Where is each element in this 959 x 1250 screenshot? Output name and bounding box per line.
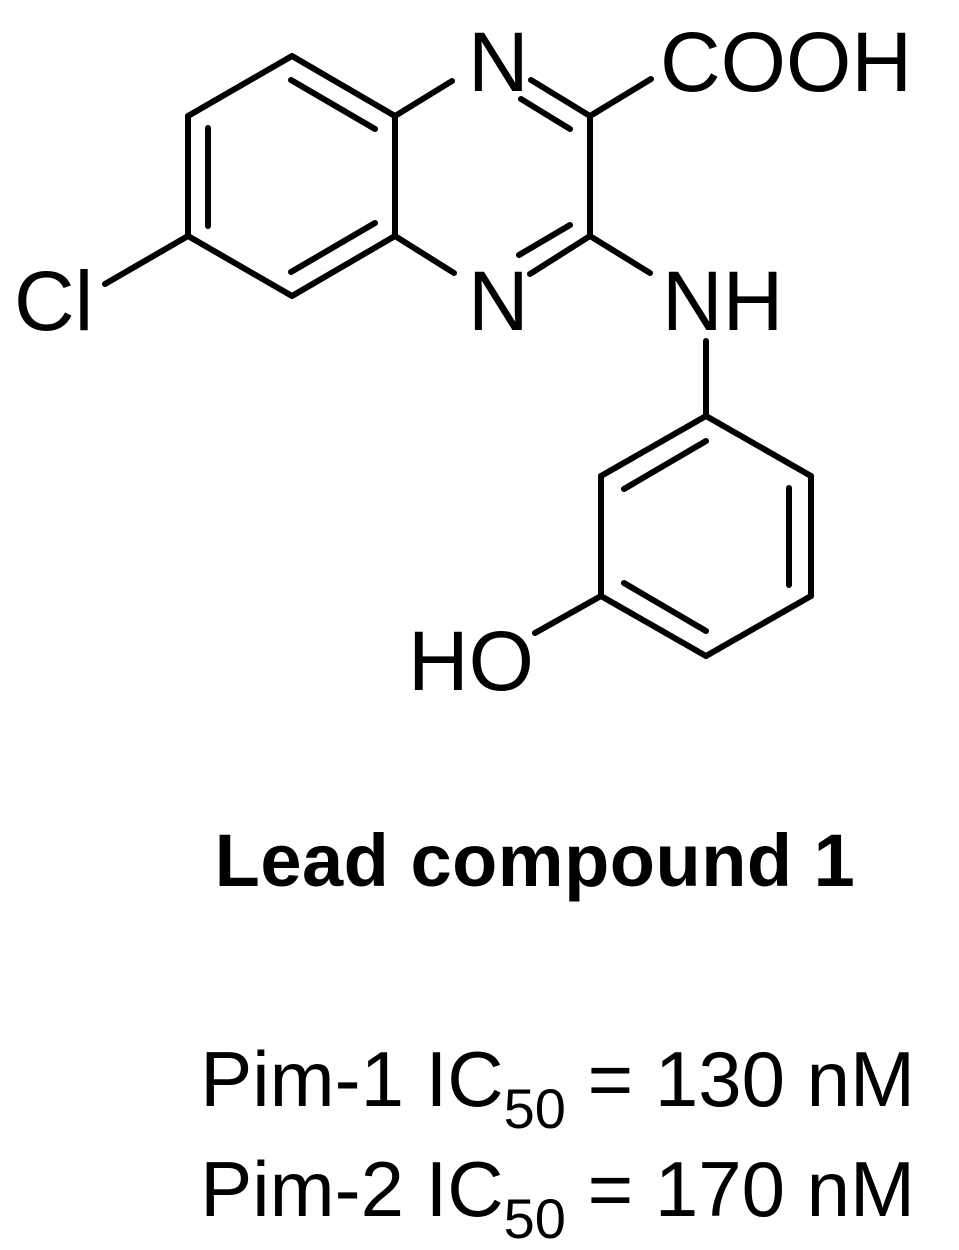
metric-label: IC <box>425 1035 504 1123</box>
metric-subscript: 50 <box>503 1077 566 1140</box>
cooh-bond <box>587 76 654 119</box>
atom-cooh: COOH <box>660 15 912 109</box>
metric-label: IC <box>425 1145 504 1233</box>
atom-nh: NH <box>662 254 783 348</box>
activity-pim2: Pim-2 IC50 = 170 nM <box>200 1150 915 1247</box>
oh-bond <box>532 593 604 636</box>
atom-cl: Cl <box>14 254 93 348</box>
atom-n-bottom: N <box>468 254 529 348</box>
pyrazine-ring <box>392 77 593 277</box>
benzene-ring <box>185 53 398 299</box>
compound-title: Lead compound 1 <box>214 819 856 902</box>
atom-n-top: N <box>468 15 529 109</box>
metric-subscript: 50 <box>503 1187 566 1250</box>
hydroxyphenyl-ring <box>598 413 814 659</box>
ic50-value: = 130 nM <box>587 1035 915 1123</box>
cl-bond <box>102 233 191 287</box>
atom-ho: HO <box>408 614 534 708</box>
activity-pim1: Pim-1 IC50 = 130 nM <box>200 1040 915 1137</box>
ic50-value: = 170 nM <box>587 1145 915 1233</box>
chemical-structure: Cl N N COOH NH HO <box>14 15 912 708</box>
target-label: Pim-2 <box>200 1145 404 1233</box>
target-label: Pim-1 <box>200 1035 404 1123</box>
nh-bond <box>587 233 653 276</box>
